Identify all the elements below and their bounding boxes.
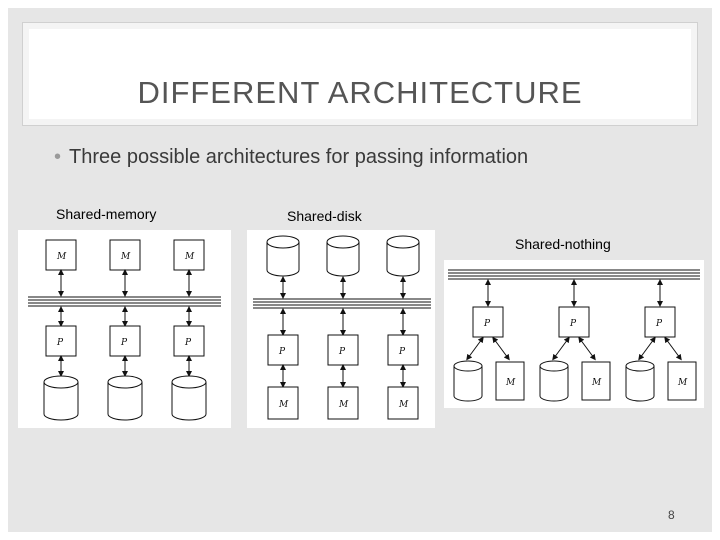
shared-nothing-svg: P P P M M M [448, 269, 700, 402]
bullet-dot-icon: • [54, 146, 62, 168]
memory-box-1: M [45, 239, 77, 271]
svg-text:P: P [655, 319, 663, 329]
processor-box-3: P [387, 334, 419, 366]
bullet-item: • Three possible architectures for passin… [54, 146, 528, 169]
disk-1 [266, 235, 300, 277]
page-number: 8 [668, 508, 675, 522]
shared-memory-caption: Shared-memory [56, 206, 157, 222]
memory-box-3: M [173, 239, 205, 271]
processor-box-2: P [327, 334, 359, 366]
svg-text:M: M [591, 378, 602, 388]
processor-box-3: P [173, 325, 205, 357]
svg-text:P: P [398, 347, 406, 357]
interconnection-bus [448, 269, 700, 280]
svg-text:M: M [184, 252, 195, 262]
processor-box-2: P [109, 325, 141, 357]
bullet-text: Three possible architectures for passing… [69, 146, 529, 168]
svg-text:P: P [338, 347, 346, 357]
slide-title: DIFFERENT ARCHITECTURE [137, 75, 583, 110]
processor-box-2: P [558, 306, 590, 338]
svg-text:M: M [56, 252, 67, 262]
disk-1 [43, 375, 79, 421]
svg-text:P: P [120, 338, 128, 348]
shared-nothing-caption: Shared-nothing [515, 236, 611, 252]
shared-memory-svg: M M M P P P [28, 239, 221, 421]
shared-nothing-diagram: P P P M M M [444, 260, 704, 408]
title-box: DIFFERENT ARCHITECTURE [22, 22, 698, 126]
memory-box-1: M [495, 361, 525, 401]
disk-3 [625, 360, 655, 402]
processor-box-1: P [267, 334, 299, 366]
disk-1 [453, 360, 483, 402]
disk-2 [107, 375, 143, 421]
shared-memory-diagram: M M M P P P [18, 230, 231, 428]
svg-text:P: P [278, 347, 286, 357]
svg-text:M: M [278, 400, 289, 410]
svg-text:M: M [398, 400, 409, 410]
memory-box-2: M [327, 386, 359, 420]
memory-box-2: M [581, 361, 611, 401]
svg-text:M: M [677, 378, 688, 388]
disk-3 [171, 375, 207, 421]
svg-text:P: P [569, 319, 577, 329]
processor-box-1: P [472, 306, 504, 338]
disk-2 [539, 360, 569, 402]
svg-text:P: P [184, 338, 192, 348]
interconnection-bus [28, 296, 221, 307]
processor-box-1: P [45, 325, 77, 357]
memory-box-1: M [267, 386, 299, 420]
processor-box-3: P [644, 306, 676, 338]
svg-text:M: M [338, 400, 349, 410]
memory-box-3: M [387, 386, 419, 420]
shared-disk-diagram: P P P M M M [247, 230, 435, 428]
svg-text:P: P [483, 319, 491, 329]
interconnection-bus [253, 298, 431, 309]
memory-box-3: M [667, 361, 697, 401]
svg-text:M: M [505, 378, 516, 388]
shared-disk-caption: Shared-disk [287, 208, 362, 224]
disk-3 [386, 235, 420, 277]
disk-2 [326, 235, 360, 277]
shared-disk-svg: P P P M M M [253, 235, 431, 420]
svg-text:P: P [56, 338, 64, 348]
svg-text:M: M [120, 252, 131, 262]
memory-box-2: M [109, 239, 141, 271]
